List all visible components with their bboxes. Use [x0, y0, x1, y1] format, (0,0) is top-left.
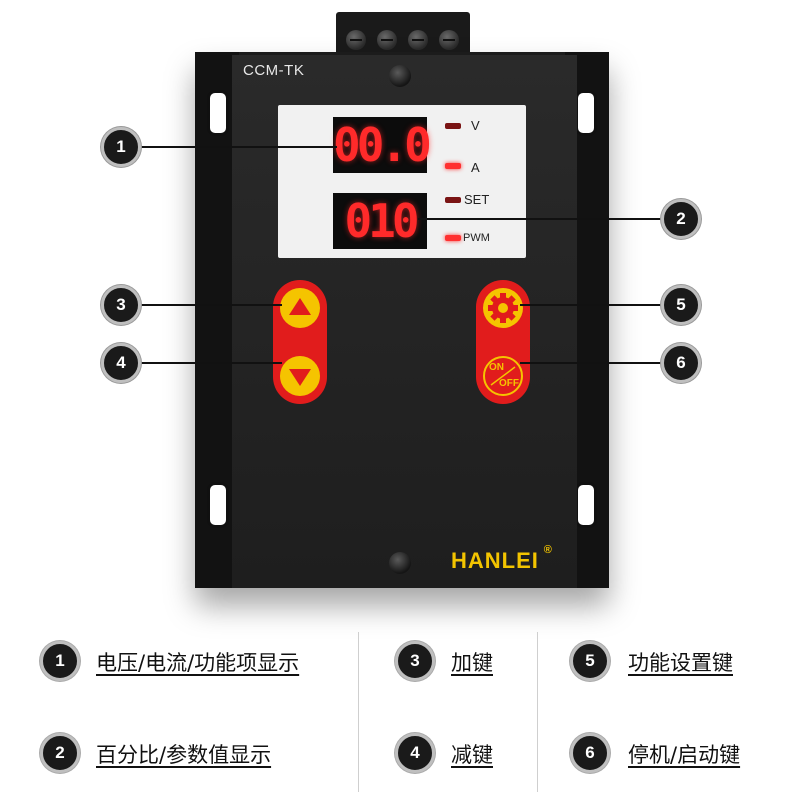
bottom-display: 010: [333, 193, 427, 249]
settings-button[interactable]: [483, 288, 523, 328]
legend-num-1: 1: [40, 641, 80, 681]
terminal-screw-icon: [377, 30, 397, 50]
gear-icon: [488, 293, 518, 323]
v-indicator-led: [445, 123, 461, 129]
legend-num-2: 2: [40, 733, 80, 773]
a-indicator-led: [445, 163, 461, 169]
pwm-indicator-led: [445, 235, 461, 241]
legend-num-4: 4: [395, 733, 435, 773]
top-display: 00.0: [333, 117, 432, 173]
mounting-slot: [207, 90, 229, 136]
callout-3: 3: [101, 285, 141, 325]
down-arrow-icon: [289, 369, 311, 386]
terminal-screw-icon: [439, 30, 459, 50]
legend-text-1: 电压/电流/功能项显示: [96, 651, 300, 675]
callout-line-6: [520, 362, 668, 364]
model-label: CCM-TK: [243, 62, 305, 79]
on-off-icon: [490, 366, 516, 386]
mounting-slot: [575, 90, 597, 136]
legend-num-6: 6: [570, 733, 610, 773]
legend-num-3: 3: [395, 641, 435, 681]
brand-name: HANLEI: [451, 548, 539, 573]
callout-4: 4: [101, 343, 141, 383]
set-indicator-led: [445, 197, 461, 203]
legend-text-2: 百分比/参数值显示: [96, 743, 272, 767]
legend-text-6: 停机/启动键: [628, 743, 741, 767]
terminal-block: [336, 12, 470, 58]
terminal-screw-icon: [346, 30, 366, 50]
callout-line-5: [520, 304, 668, 306]
mounting-slot: [575, 482, 597, 528]
v-indicator-label: V: [471, 118, 480, 133]
callout-line-3: [137, 304, 282, 306]
up-button[interactable]: [280, 288, 320, 328]
legend-text-3: 加键: [451, 651, 493, 675]
terminal-screw-icon: [408, 30, 428, 50]
registered-mark: ®: [543, 544, 553, 556]
legend-text-4: 减键: [451, 743, 493, 767]
legend-num-5: 5: [570, 641, 610, 681]
brand-logo: HANLEI ®: [451, 544, 552, 574]
screw-icon: [389, 65, 411, 87]
screw-icon: [389, 552, 411, 574]
up-down-button-group: [273, 280, 327, 404]
callout-line-4: [137, 362, 282, 364]
pwm-indicator-label: PWM: [463, 232, 490, 244]
callout-6: 6: [661, 343, 701, 383]
legend-divider: [358, 632, 359, 792]
mounting-slot: [207, 482, 229, 528]
up-arrow-icon: [289, 298, 311, 315]
legend-text-5: 功能设置键: [628, 651, 733, 675]
callout-line-1: [137, 146, 337, 148]
on-label: ON: [489, 362, 504, 373]
off-label: OFF: [499, 378, 519, 389]
callout-line-2: [418, 218, 668, 220]
down-button[interactable]: [280, 356, 320, 396]
a-indicator-label: A: [471, 160, 480, 175]
function-power-button-group: ON OFF: [476, 280, 530, 404]
callout-5: 5: [661, 285, 701, 325]
set-indicator-label: SET: [464, 192, 490, 207]
callout-1: 1: [101, 127, 141, 167]
display-panel: 00.0 010 V A SET PWM: [278, 105, 526, 258]
legend-divider: [537, 632, 538, 792]
callout-2: 2: [661, 199, 701, 239]
on-off-button[interactable]: ON OFF: [483, 356, 523, 396]
